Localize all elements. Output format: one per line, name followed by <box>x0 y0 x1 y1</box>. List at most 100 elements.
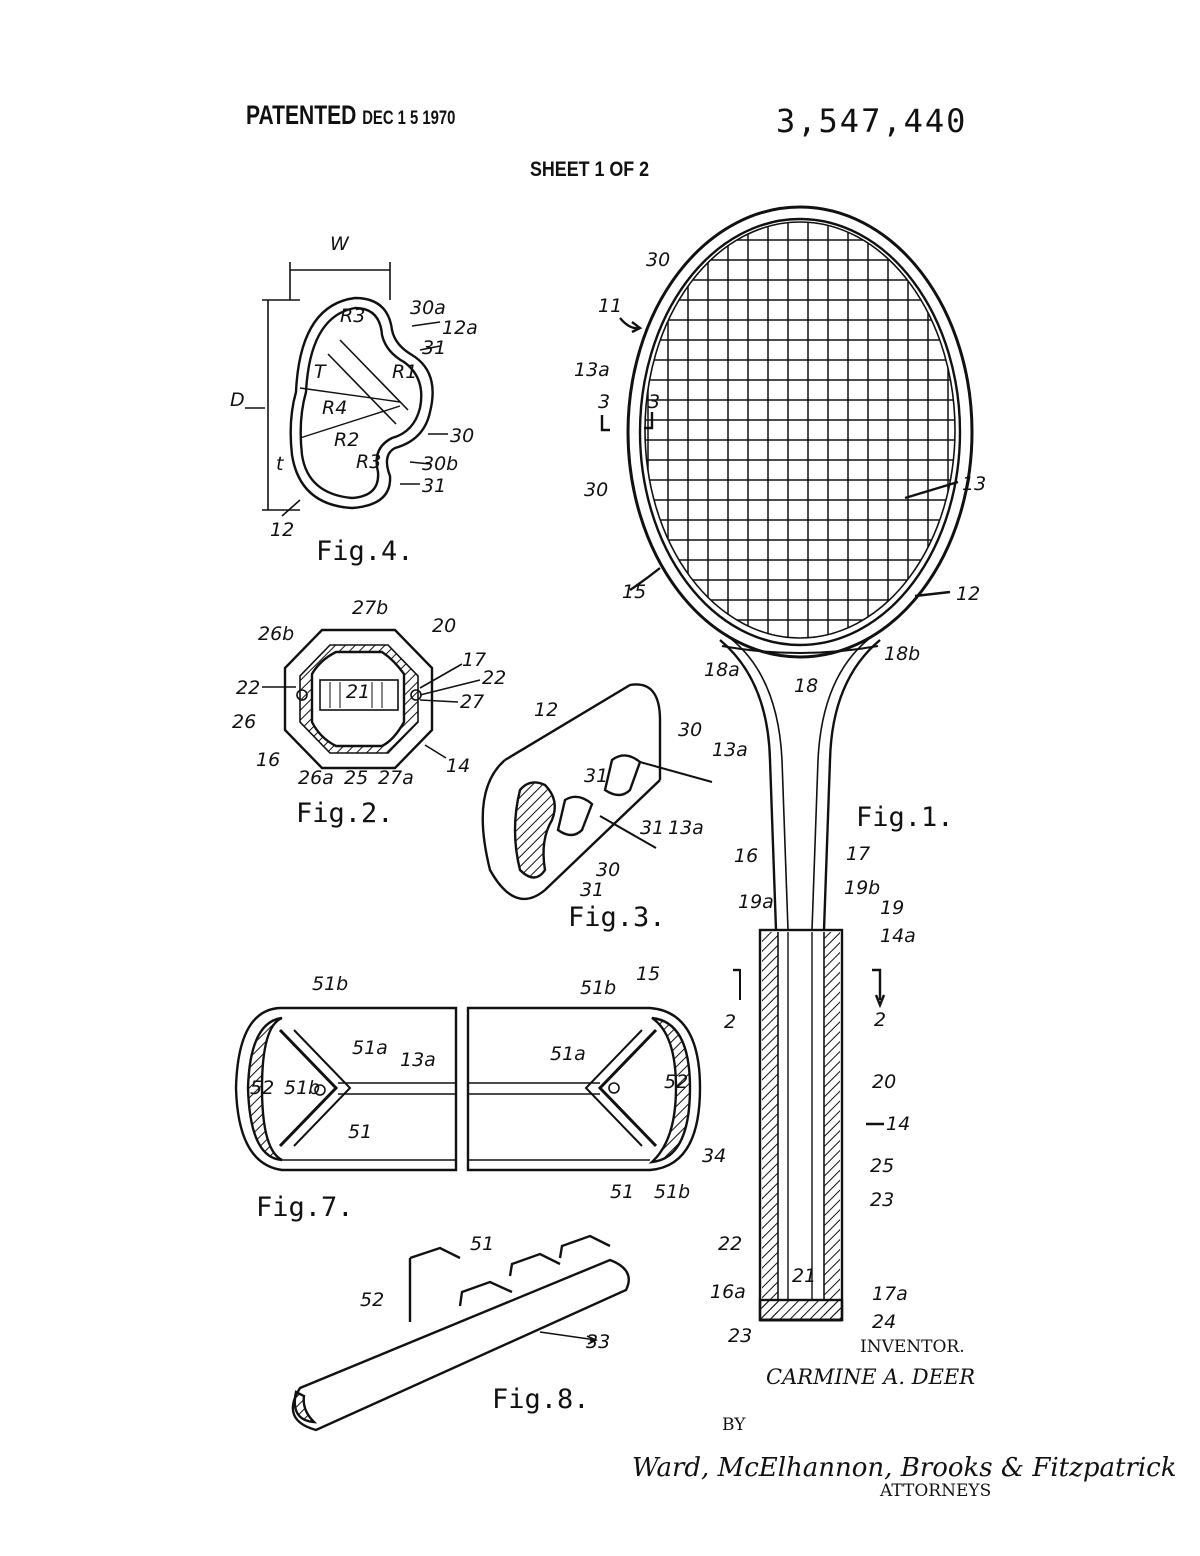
ref-label: R2 <box>334 429 359 451</box>
ref-label: 52 <box>664 1071 688 1093</box>
ref-label: 20 <box>432 615 456 637</box>
fig2-title: Fig.2. <box>296 798 394 829</box>
inventor-block: INVENTOR. CARMINE A. DEER BY Ward, McElh… <box>632 1337 1176 1501</box>
ref-label: 51b <box>654 1181 690 1203</box>
ref-label: 13a <box>400 1049 436 1071</box>
ref-label: 30a <box>410 297 446 319</box>
fig4-frame-section <box>245 262 448 517</box>
ref-label: 19b <box>844 877 880 899</box>
ref-label: 14 <box>886 1113 910 1135</box>
fig8-strip-body <box>291 1258 630 1432</box>
sheet-number: SHEET 1 OF 2 <box>530 158 650 181</box>
ref-label: 22 <box>236 677 260 699</box>
ref-label: 31 <box>640 817 664 839</box>
ref-label: 16a <box>710 1281 746 1303</box>
ref-label: 2 <box>724 1011 736 1033</box>
fig1-racket <box>600 205 974 1322</box>
ref-label: D <box>230 389 245 411</box>
ref-label: R3 <box>340 305 365 327</box>
figure-titles: Fig.4. Fig.2. Fig.3. Fig.1. Fig.7. Fig.8… <box>256 536 954 1415</box>
ref-label: 51a <box>550 1043 586 1065</box>
ref-label: R1 <box>392 361 417 383</box>
ref-label: 15 <box>636 963 660 985</box>
ref-label: 27a <box>378 767 414 789</box>
ref-label: 30 <box>584 479 608 501</box>
ref-label: 31 <box>584 765 608 787</box>
ref-label: 26b <box>258 623 294 645</box>
fig4-title: Fig.4. <box>316 536 414 567</box>
racket-string-bed <box>644 221 956 639</box>
ref-label: 31 <box>422 475 446 497</box>
racket-frame-outer <box>626 205 974 659</box>
fig3-labels: 12 30 13a 31 31 13a 30 31 <box>534 699 748 901</box>
ref-label: 52 <box>250 1077 274 1099</box>
racket-frame-inner <box>638 217 962 647</box>
patented-word: PATENTED <box>246 100 357 130</box>
fig7-title: Fig.7. <box>256 1192 354 1223</box>
ref-label: 23 <box>870 1189 894 1211</box>
ref-label: 19 <box>880 897 904 919</box>
ref-label: 16 <box>256 749 280 771</box>
ref-label: 12 <box>956 583 980 605</box>
patented-stamp: PATENTED DEC 1 5 1970 <box>246 100 455 131</box>
racket-throat-left <box>719 639 778 931</box>
ref-label: 21 <box>346 681 370 703</box>
patent-number: 3,547,440 <box>776 102 968 140</box>
ref-label: 51 <box>610 1181 634 1203</box>
inventor-name: CARMINE A. DEER <box>766 1365 975 1389</box>
ref-label: 13a <box>668 817 704 839</box>
racket-throat-right <box>822 639 881 931</box>
ref-label: 13a <box>574 359 610 381</box>
ref-label: R3 <box>356 451 381 473</box>
ref-label: 19a <box>738 891 774 913</box>
ref-label: 30 <box>450 425 474 447</box>
by-label: BY <box>722 1415 746 1435</box>
ref-label: 17a <box>872 1283 908 1305</box>
fig2-handle-section <box>262 628 481 770</box>
ref-label: 23 <box>728 1325 752 1347</box>
fig4-outer-profile <box>289 296 434 510</box>
ref-label: 31 <box>422 337 446 359</box>
ref-label: 17 <box>846 843 870 865</box>
fig4-labels: W 30a 12a R3 31 T R1 D R4 30 R2 R3 30b t… <box>230 233 478 541</box>
fig7-left-section <box>234 1006 458 1172</box>
ref-label: 51 <box>470 1233 494 1255</box>
inventor-heading: INVENTOR. <box>860 1337 965 1357</box>
ref-label: 30b <box>422 453 458 475</box>
ref-label: 51b <box>284 1077 320 1099</box>
ref-label: 21 <box>792 1265 816 1287</box>
ref-label: 13 <box>962 473 986 495</box>
ref-label: 3 <box>598 391 610 413</box>
ref-label: R4 <box>322 397 347 419</box>
ref-label: 12 <box>534 699 558 721</box>
ref-label: 34 <box>702 1145 726 1167</box>
fig1-title: Fig.1. <box>856 802 954 833</box>
fig1-labels: 11 30 13a 3 3 30 13 15 12 18a 18 18b 16 … <box>574 249 986 1347</box>
fig2-labels: 27b 20 26b 17 22 22 21 27 26 16 26a 25 2… <box>232 597 506 789</box>
ref-label: 30 <box>646 249 670 271</box>
ref-label: 17 <box>462 649 486 671</box>
fig7-tube-sections <box>234 1006 702 1172</box>
ref-label: 31 <box>580 879 604 901</box>
racket-strings <box>645 222 955 638</box>
attorneys-caption: ATTORNEYS <box>879 1481 991 1501</box>
ref-label: 25 <box>344 767 368 789</box>
fig7-labels: 51b 51a 13a 52 51b 51 51b 51a 52 15 34 5… <box>250 963 726 1203</box>
ref-label: 22 <box>482 667 506 689</box>
ref-label: 24 <box>872 1311 896 1333</box>
ref-label: 20 <box>872 1071 896 1093</box>
ref-label: 15 <box>622 581 646 603</box>
ref-label: 52 <box>360 1289 384 1311</box>
ref-label: 51 <box>348 1121 372 1143</box>
ref-label: 18 <box>794 675 818 697</box>
ref-label: 51b <box>312 973 348 995</box>
ref-label: 51a <box>352 1037 388 1059</box>
attorneys-signature: Ward, McElhannon, Brooks & Fitzpatrick <box>632 1453 1176 1483</box>
ref-label: 3 <box>648 391 660 413</box>
ref-label: T <box>314 361 327 383</box>
ref-label: 26a <box>298 767 334 789</box>
ref-label: 14 <box>446 755 470 777</box>
fig8-title: Fig.8. <box>492 1384 590 1415</box>
